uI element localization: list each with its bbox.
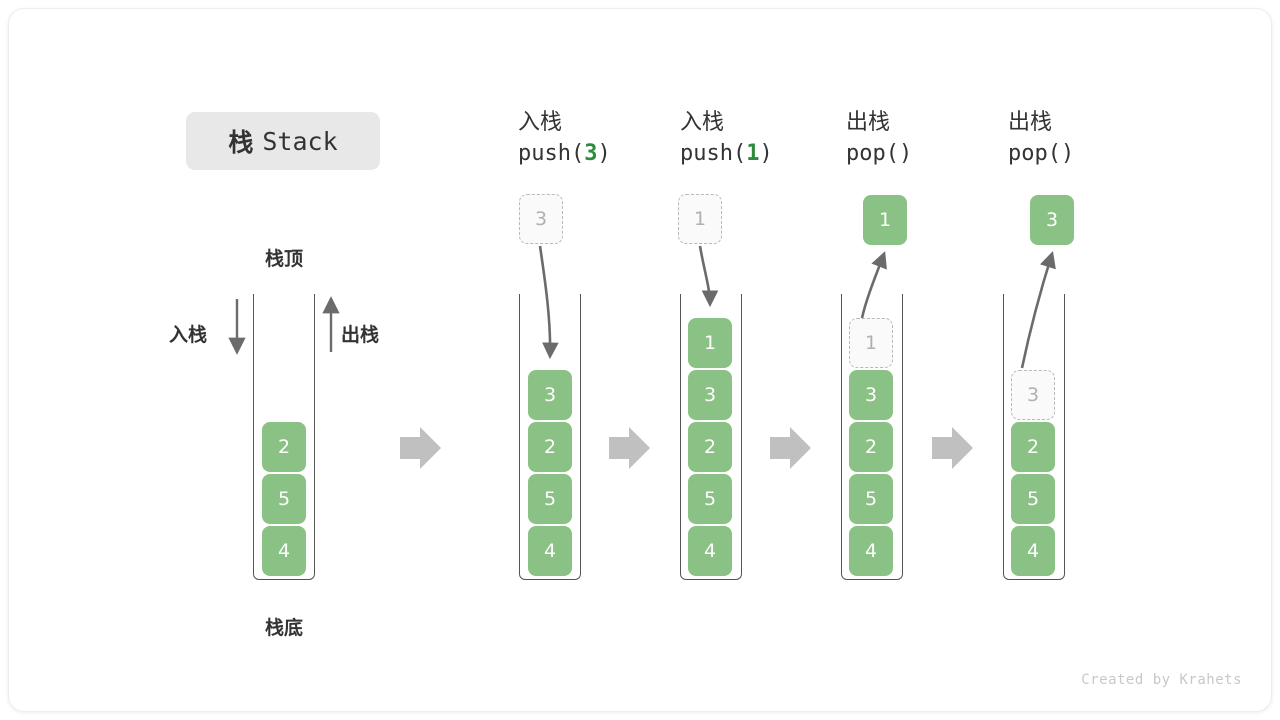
column-header-code: pop() <box>1008 138 1178 169</box>
stack-cell: 2 <box>262 422 306 472</box>
column-header-cn: 出栈 <box>1008 110 1053 135</box>
column-header-cn: 入栈 <box>680 110 725 135</box>
column-header-code: push(1) <box>680 138 850 169</box>
title-cn: 栈 <box>228 128 255 157</box>
stack-cell: 1 <box>849 318 893 368</box>
floating-box-push-1: 1 <box>678 194 722 244</box>
push-side-label: 入栈 <box>169 324 208 346</box>
stack-bottom-label: 栈底 <box>264 617 303 639</box>
code-pre: push( <box>680 141 747 167</box>
stack-container-push-3 <box>519 294 581 580</box>
column-header-code: push(3) <box>518 138 688 169</box>
code-arg: 1 <box>746 141 760 167</box>
stack-top-label: 栈顶 <box>264 248 303 270</box>
stack-container-pop-1 <box>841 294 903 580</box>
stack-cell: 2 <box>1011 422 1055 472</box>
stack-container-pop-3 <box>1003 294 1065 580</box>
stack-cell: 4 <box>688 526 732 576</box>
stack-cell: 4 <box>1011 526 1055 576</box>
stack-cell: 5 <box>262 474 306 524</box>
code-pre: pop( <box>1008 141 1061 167</box>
column-header-pop-1: 出栈 pop() <box>846 107 1016 169</box>
stack-cell: 5 <box>528 474 572 524</box>
floating-box-push-3: 3 <box>519 194 563 244</box>
stack-cell: 1 <box>688 318 732 368</box>
column-header-cn: 出栈 <box>846 110 891 135</box>
stack-cell: 5 <box>849 474 893 524</box>
stack-cell: 3 <box>1011 370 1055 420</box>
stack-cell: 3 <box>849 370 893 420</box>
stack-cell: 2 <box>528 422 572 472</box>
stack-cell: 2 <box>849 422 893 472</box>
stack-cell: 3 <box>528 370 572 420</box>
code-post: ) <box>597 141 611 167</box>
footer-credit: Created by Krahets <box>1081 672 1242 688</box>
stack-cell: 4 <box>849 526 893 576</box>
code-pre: push( <box>518 141 585 167</box>
code-arg: 3 <box>584 141 598 167</box>
stack-cell: 4 <box>528 526 572 576</box>
code-post: ) <box>898 141 913 167</box>
stack-cell: 2 <box>688 422 732 472</box>
column-header-push-3: 入栈 push(3) <box>518 107 688 169</box>
column-header-push-1: 入栈 push(1) <box>680 107 850 169</box>
pop-side-label: 出栈 <box>341 324 380 346</box>
column-header-pop-3: 出栈 pop() <box>1008 107 1178 169</box>
stack-cell: 5 <box>688 474 732 524</box>
stack-cell: 3 <box>688 370 732 420</box>
code-post: ) <box>1060 141 1075 167</box>
column-header-code: pop() <box>846 138 1016 169</box>
column-header-cn: 入栈 <box>518 110 563 135</box>
code-post: ) <box>759 141 773 167</box>
stack-container-initial <box>253 294 315 580</box>
popped-box-3: 3 <box>1030 195 1074 245</box>
title-en: Stack <box>262 126 338 156</box>
stack-cell: 5 <box>1011 474 1055 524</box>
popped-box-1: 1 <box>863 195 907 245</box>
stack-cell: 4 <box>262 526 306 576</box>
code-pre: pop( <box>846 141 899 167</box>
stack-container-push-1 <box>680 294 742 580</box>
